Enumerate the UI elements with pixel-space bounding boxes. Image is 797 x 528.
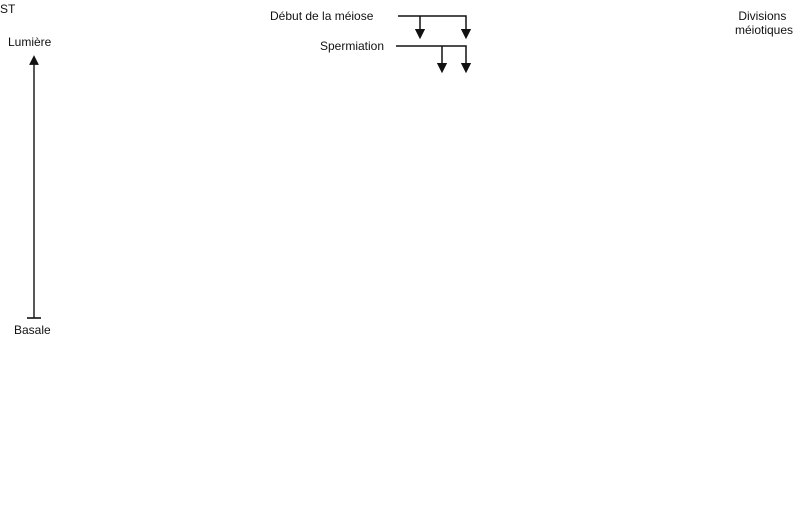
annotation-spermiation: Spermiation: [320, 39, 466, 68]
annotation-debut-meiose: Début de la méiose: [270, 9, 466, 34]
debut-meiose-bracket: [398, 16, 466, 34]
spermiation-bracket: [396, 46, 466, 68]
divisions-meiotiques-label: Divisions méiotiques: [735, 9, 793, 37]
axis-top-label: Lumière: [8, 35, 52, 49]
divisions-label-line-2: méiotiques: [735, 23, 793, 37]
axis-bottom-label: Basale: [14, 323, 51, 337]
divisions-label-line-1: Divisions: [738, 9, 786, 23]
debut-meiose-label: Début de la méiose: [270, 9, 374, 23]
annotation-divisions-meiotiques: Divisions méiotiques: [735, 9, 793, 37]
spermiation-label: Spermiation: [320, 39, 384, 53]
vertical-axis: Lumière Basale: [8, 35, 52, 337]
